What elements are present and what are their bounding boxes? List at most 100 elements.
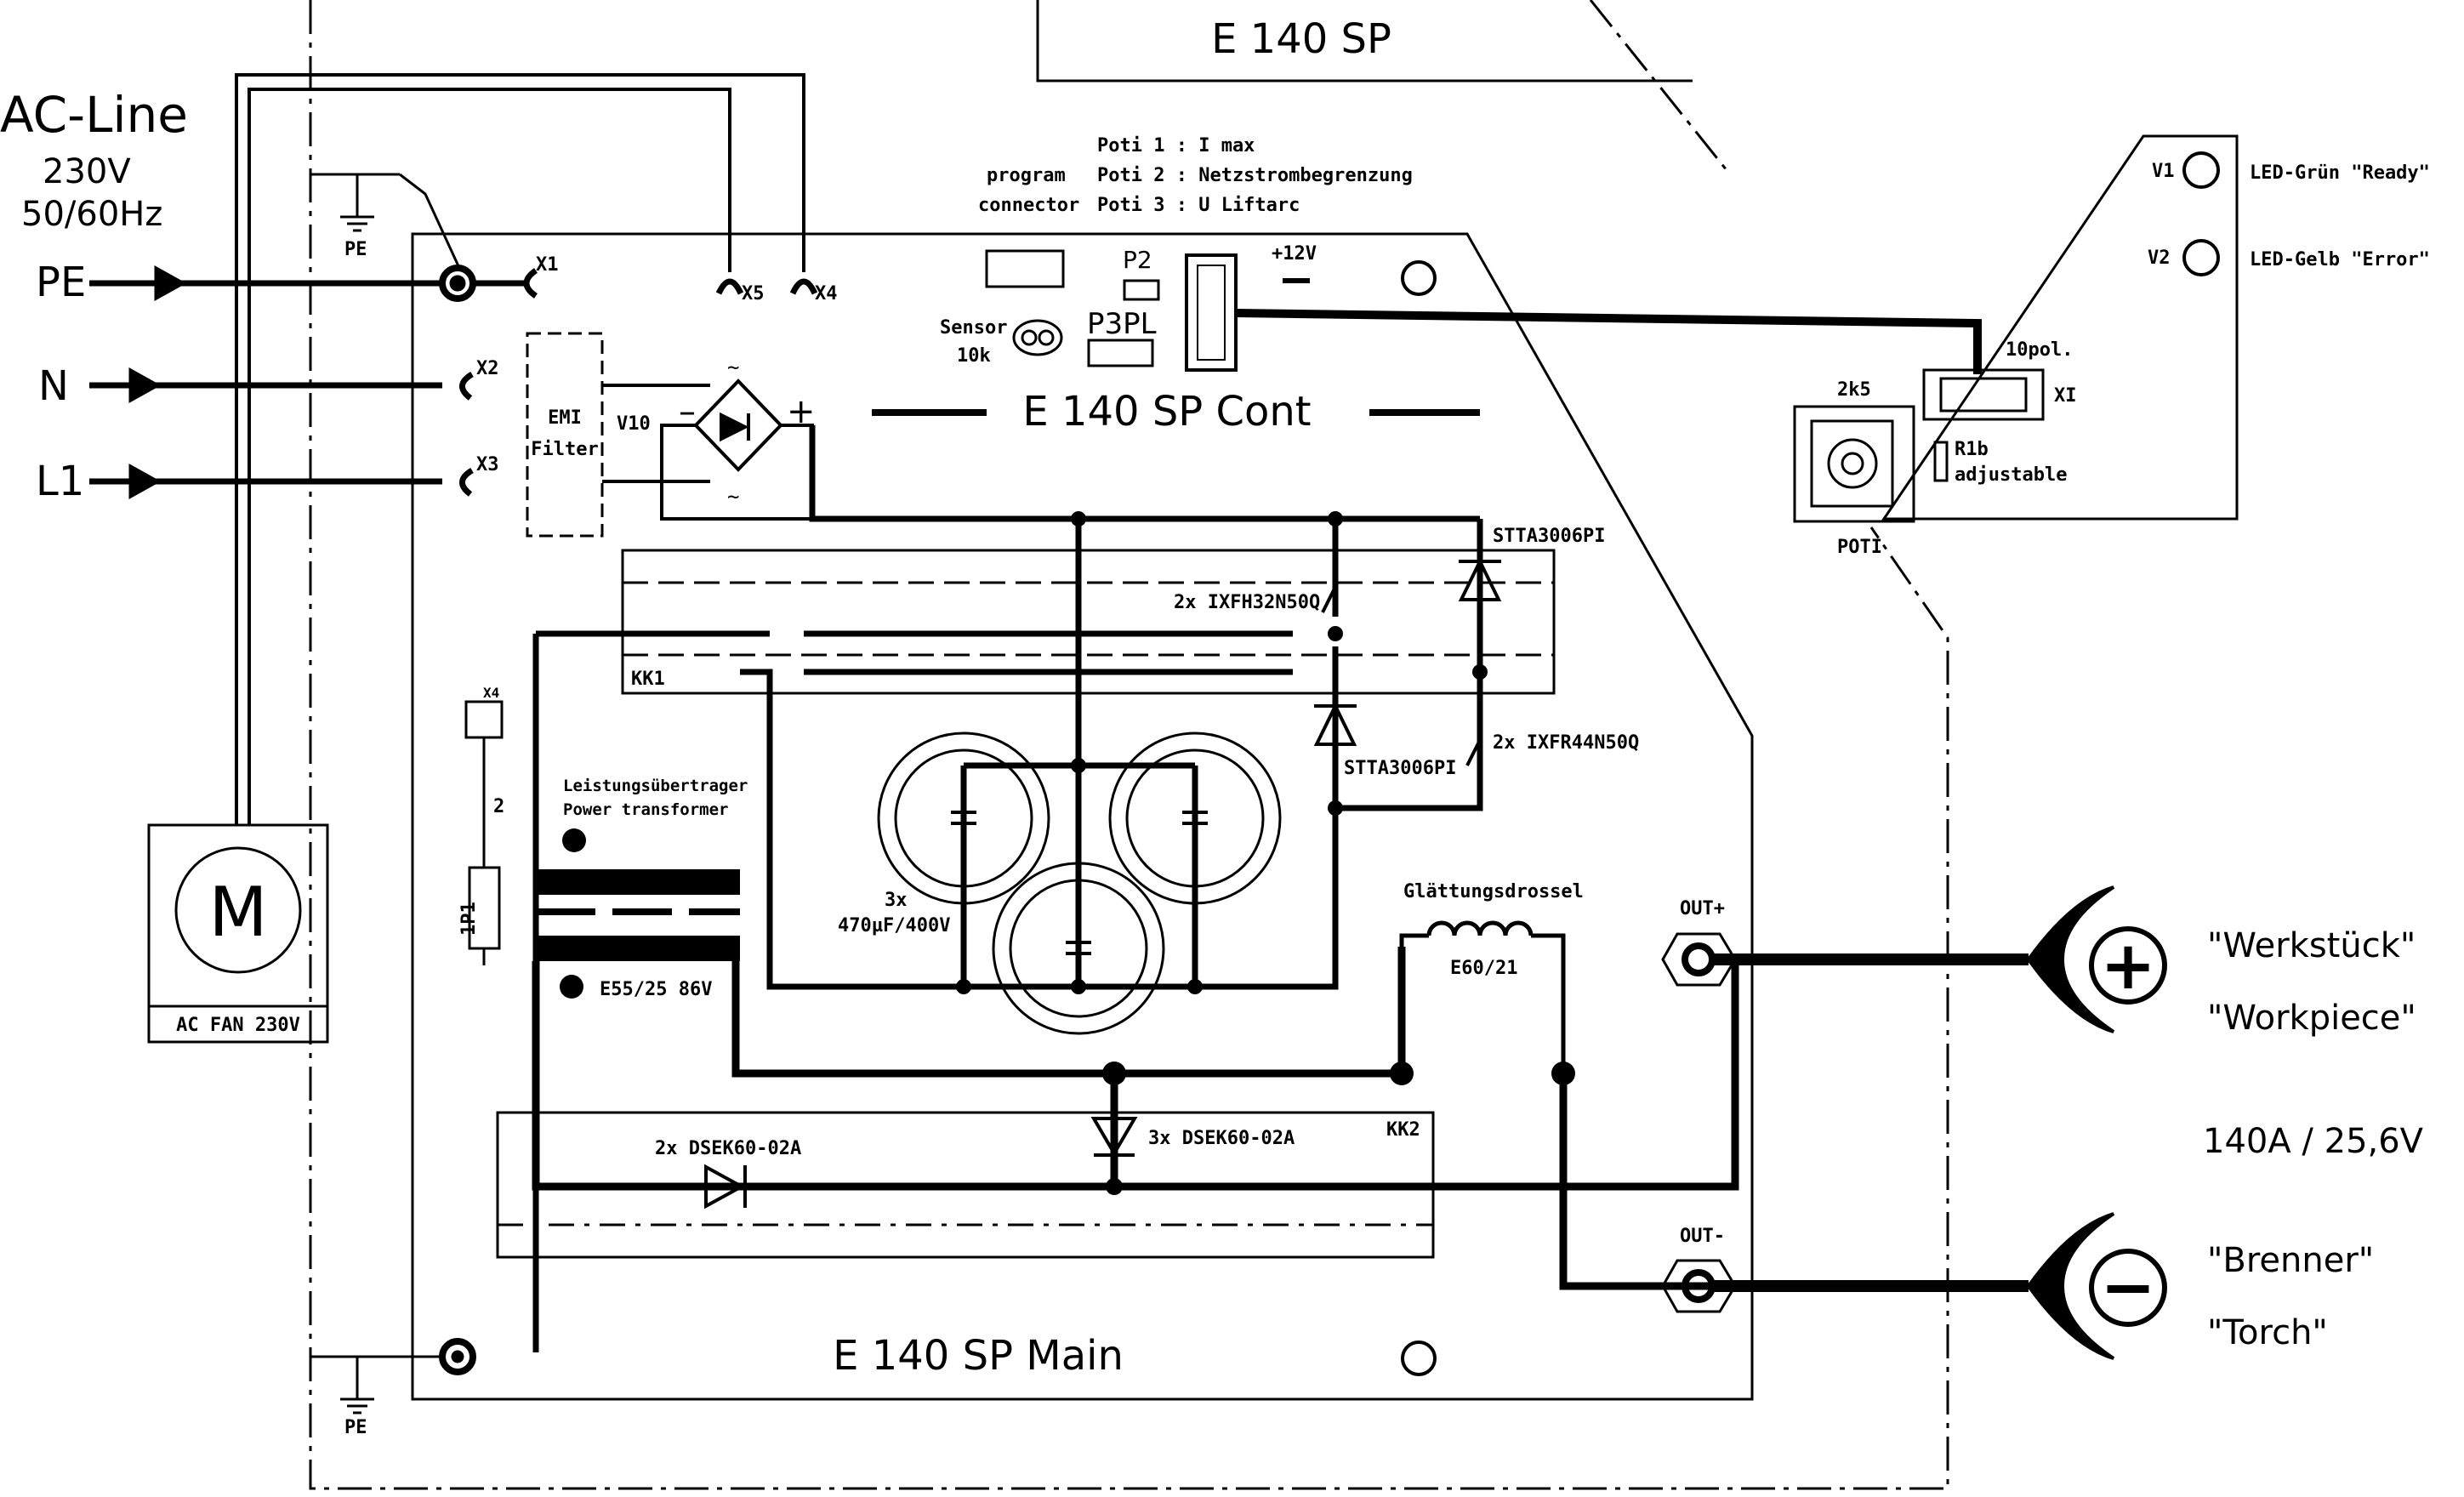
diode-out2-label: 3x DSEK60-02A — [1148, 1128, 1295, 1149]
connector-x3: X3 — [476, 454, 499, 475]
transformer-de: Leistungsübertrager — [563, 777, 748, 795]
x4-x5-hooks — [715, 278, 818, 295]
ac-line-frequency: 50/60Hz — [21, 195, 162, 234]
temp-sensor — [464, 700, 504, 965]
rating-label: 140A / 25,6V — [2203, 1122, 2424, 1161]
kk2-label: KK2 — [1386, 1119, 1420, 1141]
connector-x2: X2 — [476, 358, 499, 379]
title-text: E 140 SP — [1211, 15, 1391, 63]
smoothing-choke — [1399, 920, 1566, 1073]
cable-label: 10pol. — [2006, 339, 2073, 361]
led-v1-label: V1 — [2152, 161, 2175, 182]
bridge-ac-top: ~ — [727, 356, 739, 379]
poti3-label: Poti 3 : U Liftarc — [1097, 195, 1300, 216]
sensor-num: 2 — [493, 796, 504, 817]
transistor-bottom-label: 2x IXFR44N50Q — [1493, 732, 1639, 754]
diode-stta — [1313, 557, 1502, 746]
fan-symbol: M — [208, 873, 267, 952]
diode-bottom-label: STTA3006PI — [1344, 758, 1456, 779]
p2-label: P2 — [1123, 246, 1152, 274]
kk1-label: KK1 — [631, 669, 665, 690]
main-board-title: E 140 SP Main — [833, 1332, 1124, 1380]
caps-count: 3x — [885, 890, 908, 911]
poti-label: POTI — [1837, 537, 1882, 558]
output-terminals — [1661, 885, 2115, 1360]
output-symbols: + − — [2089, 926, 2167, 1327]
pot-value-label: 2k5 — [1837, 379, 1871, 401]
diode-out1-label: 2x DSEK60-02A — [655, 1138, 801, 1159]
workpiece-de: "Werkstück" — [2207, 926, 2416, 965]
heatsink-kk1 — [621, 549, 1556, 695]
pe-ground-bottom — [310, 1338, 476, 1414]
pe-ground-bottom-label: PE — [344, 1417, 367, 1438]
input-n: N — [38, 362, 69, 410]
fan-wiring — [235, 73, 805, 825]
poti2-label: Poti 2 : Netzstrombegrenzung — [1097, 165, 1413, 186]
output-diodes — [704, 1117, 1138, 1210]
core-label: E55/25 86V — [600, 979, 712, 1000]
emi-label: EMI — [548, 407, 582, 429]
capacitor-bank — [877, 731, 1282, 1035]
control-board-title: E 140 SP Cont — [1022, 388, 1311, 435]
sensor-x-label: X4 — [483, 685, 499, 701]
radj-label: R1b — [1955, 439, 1989, 460]
pe-ground-top-label: PE — [344, 239, 367, 260]
diode-top-label: STTA3006PI — [1493, 526, 1605, 547]
plus-symbol: + — [2100, 928, 2155, 1005]
out-minus-label: OUT- — [1680, 1226, 1725, 1247]
out-plus-label: OUT+ — [1680, 898, 1725, 919]
bridge-minus: – — [679, 392, 696, 431]
ac-line-voltage: 230V — [43, 152, 131, 191]
transformer-en: Power transformer — [563, 800, 728, 819]
front-panel: V1 V2 LED-Grün "Ready" LED-Gelb "Error" … — [1793, 151, 2430, 558]
connector-x5: X5 — [742, 283, 765, 305]
connector-x1: X1 — [536, 254, 559, 276]
choke-name: Glättungsdrossel — [1403, 881, 1584, 902]
program-connector — [985, 249, 1065, 288]
connector-xi: XI — [2054, 385, 2077, 407]
torch-de: "Brenner" — [2207, 1241, 2374, 1280]
sensor-code: 1P1 — [458, 902, 480, 936]
emi-label-2: Filter — [531, 439, 598, 460]
workpiece-en: "Workpiece" — [2207, 999, 2416, 1038]
input-l1: L1 — [36, 458, 84, 505]
choke-core: E60/21 — [1450, 958, 1517, 979]
junction-dots-secondary — [1102, 1062, 1575, 1195]
housing-outline — [309, 0, 1949, 1490]
junction-dots-primary — [956, 511, 1488, 994]
transistor-top-label: 2x IXFH32N50Q — [1174, 592, 1320, 613]
poti1-label: Poti 1 : I max — [1097, 135, 1255, 157]
p2-jumper — [1123, 279, 1160, 301]
power-transformer — [536, 828, 740, 999]
connector-label: connector — [978, 195, 1079, 216]
emi-filter: EMI Filter — [526, 332, 604, 538]
led-green-label: LED-Grün "Ready" — [2250, 162, 2430, 184]
heatsink-kk2 — [496, 1111, 1435, 1259]
radj-label-2: adjustable — [1955, 464, 2067, 486]
sensor-label: Sensor — [940, 317, 1007, 339]
connector-x4: X4 — [815, 283, 838, 305]
bridge-ac-bottom: ~ — [727, 485, 739, 509]
led-v2-label: V2 — [2148, 248, 2171, 269]
ac-line-title: AC-Line — [0, 86, 188, 144]
front-panel-outline — [1881, 134, 2239, 521]
control-title: E 140 SP Cont — [872, 388, 1480, 435]
mount-hole-top — [1401, 260, 1437, 296]
mount-hole-bottom — [1401, 1340, 1437, 1376]
p3pl-connector — [1087, 339, 1154, 367]
title-tab: E 140 SP — [1036, 0, 1693, 83]
input-arrows — [89, 265, 442, 499]
caps-value: 470µF/400V — [838, 915, 950, 936]
ac-fan: M AC FAN 230V — [147, 823, 329, 1044]
secondary-circuit — [532, 947, 1739, 1290]
ribbon-header — [1185, 253, 1238, 372]
led-yellow-label: LED-Gelb "Error" — [2250, 249, 2430, 270]
v12-label: +12V — [1272, 243, 1317, 265]
program-label: program — [987, 165, 1066, 186]
main-pcb-outline — [411, 232, 1754, 1401]
input-pe: PE — [36, 259, 86, 306]
bridge-plus: + — [787, 392, 816, 431]
bridge-label: V10 — [617, 413, 651, 435]
